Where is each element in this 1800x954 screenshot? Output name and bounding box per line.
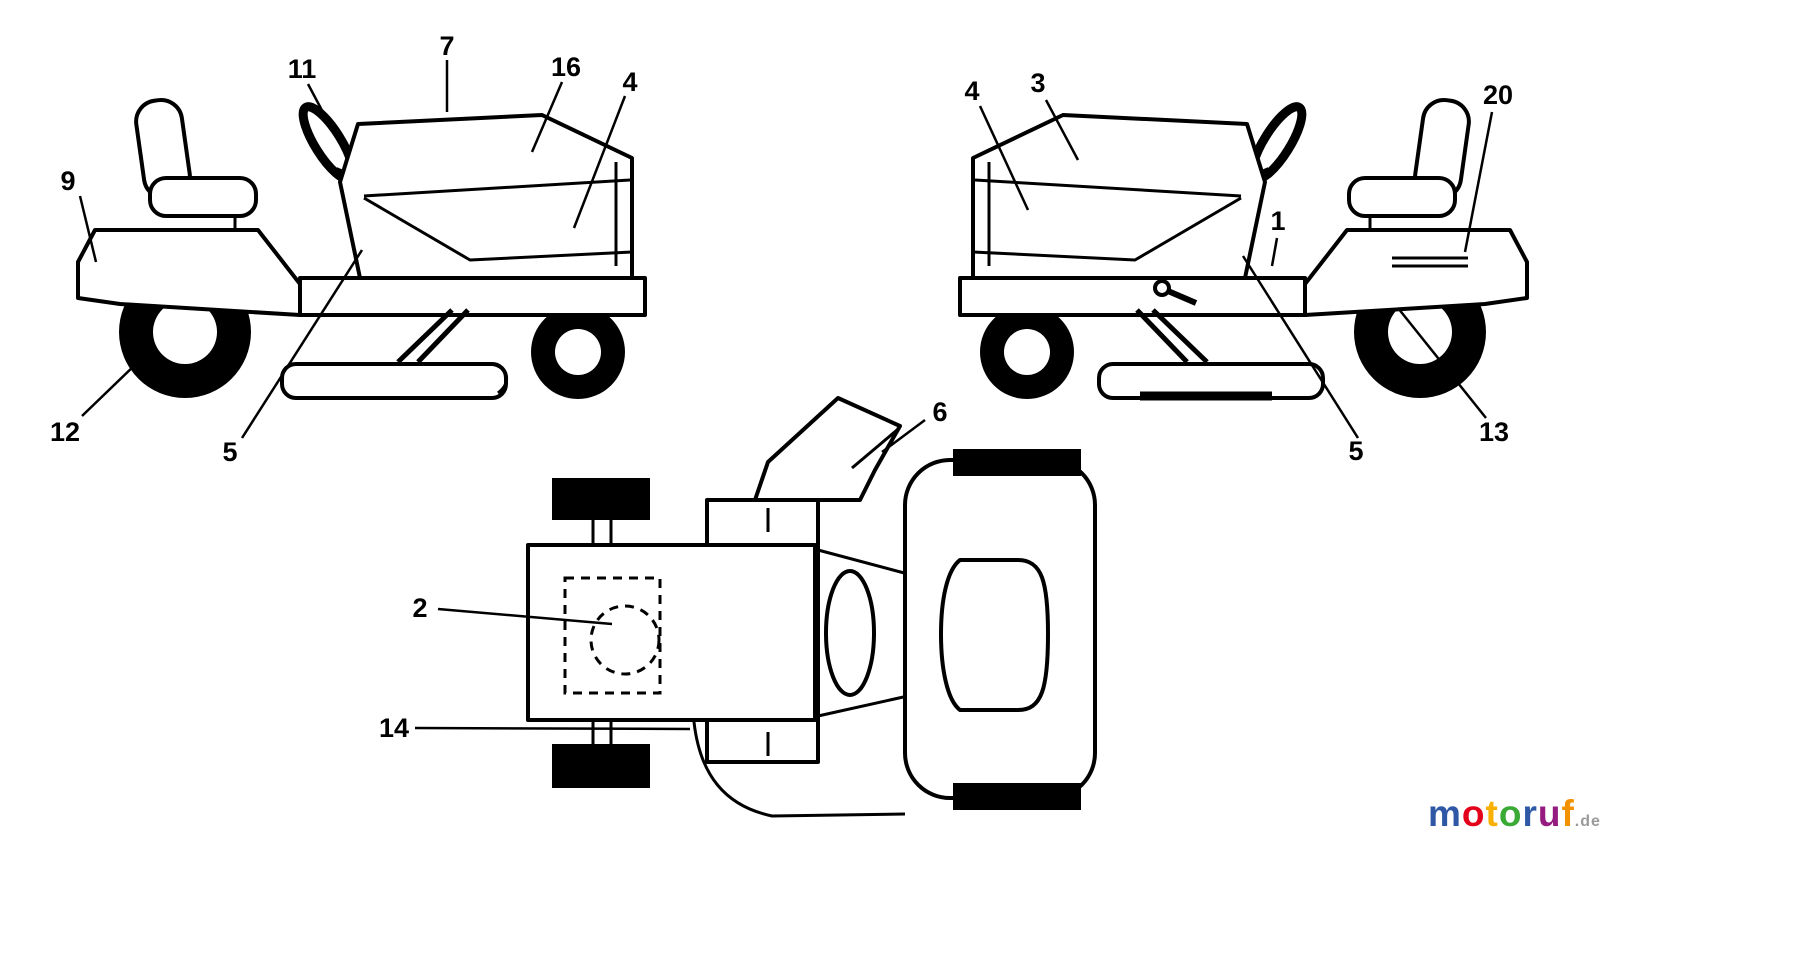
logo-letter-f: f bbox=[1561, 793, 1574, 834]
mower-deck bbox=[280, 308, 509, 400]
rear-fender bbox=[1303, 228, 1529, 317]
mower-deck bbox=[1097, 308, 1325, 401]
callout-leader-4 bbox=[978, 105, 1030, 211]
deck-strut-1 bbox=[396, 308, 454, 364]
hood-outline bbox=[338, 113, 634, 280]
callout-label-1: 1 bbox=[1270, 206, 1285, 236]
logo[interactable]: motoruf.de bbox=[1428, 793, 1601, 834]
callout-leader-3 bbox=[1044, 99, 1080, 161]
callout-label-3: 3 bbox=[1030, 68, 1045, 98]
callout-leader-12 bbox=[81, 361, 139, 417]
callout-label-5: 5 bbox=[222, 437, 237, 467]
hood bbox=[971, 113, 1267, 280]
hood-seam bbox=[974, 178, 1242, 198]
decal-zone-dashed-circle bbox=[589, 604, 661, 676]
left-side-view: 9 11 7 16 4 12 5 bbox=[50, 31, 647, 467]
seat-top bbox=[939, 558, 1050, 712]
callout-leader-2 bbox=[437, 607, 613, 626]
rear-wheel-right bbox=[953, 783, 1081, 810]
callout-leader-5 bbox=[240, 249, 364, 439]
callout-leader-4 bbox=[572, 95, 627, 229]
hood-lower-panel-line bbox=[363, 196, 633, 262]
body-taper-bottom bbox=[817, 694, 909, 718]
seat bbox=[1347, 97, 1471, 231]
lever-shaft bbox=[1166, 288, 1198, 306]
callout-label-4: 4 bbox=[622, 67, 637, 97]
discharge-chute bbox=[753, 396, 902, 502]
right-side-view: 4 3 20 1 5 13 bbox=[958, 68, 1529, 466]
steering-wheel-top bbox=[824, 569, 876, 697]
callout-label-14: 14 bbox=[379, 713, 409, 743]
callout-label-16: 16 bbox=[551, 52, 581, 82]
callout-label-9: 9 bbox=[60, 166, 75, 196]
callout-label-20: 20 bbox=[1483, 80, 1513, 110]
logo-letter-r: r bbox=[1522, 793, 1537, 834]
callout-leader-16 bbox=[530, 81, 564, 153]
callout-leader-14 bbox=[414, 726, 691, 731]
logo-letter-o1: o bbox=[1462, 793, 1486, 834]
seat-cushion bbox=[1347, 176, 1457, 218]
callout-leader-1 bbox=[1270, 237, 1279, 267]
front-wheel-left bbox=[552, 478, 650, 520]
callout-label-7: 7 bbox=[439, 31, 454, 61]
logo-letter-m: m bbox=[1428, 793, 1462, 834]
callout-leader-5 bbox=[1241, 255, 1360, 439]
callout-leader-9 bbox=[78, 195, 98, 263]
callout-label-5: 5 bbox=[1348, 436, 1363, 466]
rear-fender bbox=[76, 228, 302, 317]
hood-seam bbox=[363, 178, 631, 198]
seat-cushion bbox=[148, 176, 258, 218]
front-wheel-hub bbox=[1004, 329, 1050, 375]
lever-knob bbox=[1153, 279, 1171, 297]
callout-leader-6 bbox=[881, 418, 926, 454]
body-taper-top bbox=[817, 548, 909, 576]
deck-housing bbox=[526, 543, 817, 722]
front-axle bbox=[552, 478, 650, 788]
callout-label-13: 13 bbox=[1479, 417, 1509, 447]
deck-body bbox=[280, 362, 508, 400]
callout-label-12: 12 bbox=[50, 417, 80, 447]
callout-label-6: 6 bbox=[932, 397, 947, 427]
deck-strut-1 bbox=[1151, 308, 1209, 364]
chute-fold-line bbox=[851, 428, 898, 470]
front-wheel-right bbox=[552, 744, 650, 788]
seat bbox=[134, 97, 258, 231]
logo-letter-t: t bbox=[1486, 793, 1499, 834]
top-view: 6 2 14 bbox=[379, 396, 1097, 818]
belt-cable-curve bbox=[692, 721, 906, 818]
rear-wheel-hub bbox=[153, 300, 217, 364]
chassis bbox=[298, 276, 647, 317]
callout-leader-11 bbox=[306, 83, 328, 119]
hood-lower-panel-line bbox=[972, 196, 1242, 262]
deck-strut-2 bbox=[1135, 308, 1189, 364]
deck-discharge-curl bbox=[487, 362, 509, 395]
callout-label-2: 2 bbox=[412, 593, 427, 623]
logo-suffix: .de bbox=[1575, 813, 1601, 830]
callout-leader-20 bbox=[1463, 111, 1494, 253]
logo-letter-u: u bbox=[1538, 793, 1562, 834]
callout-label-11: 11 bbox=[288, 54, 317, 84]
logo-letter-o2: o bbox=[1499, 793, 1523, 834]
ignition-lever bbox=[1153, 279, 1198, 306]
chassis bbox=[958, 276, 1307, 317]
logo-wordmark[interactable]: motoruf.de bbox=[1428, 793, 1601, 834]
callout-leader-13 bbox=[1397, 307, 1487, 419]
hood-outline bbox=[971, 113, 1267, 280]
chute-outline bbox=[753, 396, 902, 502]
front-wheel-hub bbox=[555, 329, 601, 375]
callout-label-4: 4 bbox=[964, 76, 979, 106]
deck-strut-2 bbox=[416, 308, 470, 364]
hood bbox=[338, 113, 634, 280]
rear-wheel-left bbox=[953, 449, 1081, 476]
